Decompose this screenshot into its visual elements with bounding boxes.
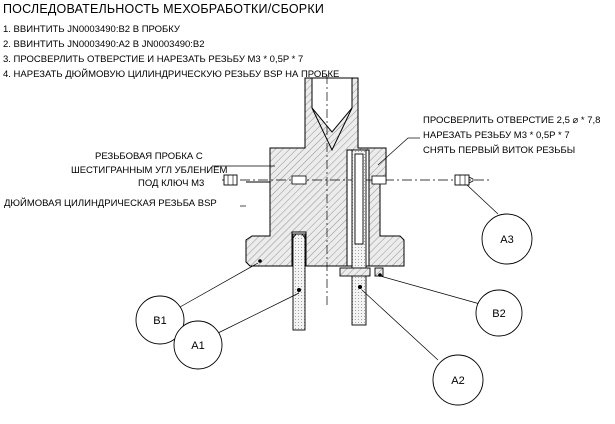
pin-a2: [339, 149, 384, 326]
note-remove-first-turn: СНЯТЬ ПЕРВЫЙ ВИТОК РЕЗЬБЫ: [423, 145, 576, 156]
hex-plug-right: [454, 174, 474, 186]
cross-hole-right: [371, 175, 387, 185]
balloon-a1-label: A1: [191, 340, 204, 352]
balloon-a3-label: A3: [500, 234, 513, 246]
note-cut-thread: НАРЕЗАТЬ РЕЗЬБУ M3 * 0,5P * 7: [423, 130, 570, 141]
leader-lines: [179, 137, 499, 361]
balloon-a3: [481, 213, 533, 265]
balloon-a1: [173, 320, 223, 370]
balloon-b2-label: B2: [492, 308, 505, 320]
balloon-b1-label: B1: [153, 315, 166, 327]
hex-plug-left: [223, 174, 238, 186]
step-2: 2. ВВИНТИТЬ JN0003490:A2 В JN0003490:B2: [3, 39, 205, 50]
cross-hole-left: [291, 175, 307, 185]
step-1: 1. ВВИНТИТЬ JN0003490:B2 В ПРОБКУ: [3, 24, 180, 35]
note-drill-hole: ПРОСВЕРЛИТЬ ОТВЕРСТИЕ 2,5 ⌀ * 7,8: [423, 115, 601, 126]
balloon-a2: [432, 354, 484, 406]
note-bsp-thread: ДЮЙМОВАЯ ЦИЛИНДРИЧЕСКАЯ РЕЗЬБА BSP: [4, 198, 217, 209]
marker-dot: [258, 259, 262, 263]
balloon-a2-label: A2: [451, 375, 464, 387]
pin-a1: [292, 233, 306, 331]
balloon-b2: [475, 289, 523, 337]
step-3: 3. ПРОСВЕРЛИТЬ ОТВЕРСТИЕ И НАРЕЗАТЬ РЕЗЬ…: [3, 54, 304, 65]
note-plug-line-2: ШЕСТИГРАННЫМ УГЛ УБЛЕНИЕМ: [71, 165, 228, 176]
plug-body: [245, 77, 405, 267]
page-title: ПОСЛЕДОВАТЕЛЬНОСТЬ МЕХОБРАБОТКИ/СБОРКИ: [3, 2, 324, 16]
note-plug-line-1: РЕЗЬБОВАЯ ПРОБКА С: [95, 151, 203, 162]
note-plug-line-3: ПОД КЛЮЧ M3: [138, 178, 205, 189]
step-4: 4. НАРЕЗАТЬ ДЮЙМОВУЮ ЦИЛИНДРИЧЕСКУЮ РЕЗЬ…: [3, 69, 340, 80]
balloon-b1: [135, 295, 185, 345]
